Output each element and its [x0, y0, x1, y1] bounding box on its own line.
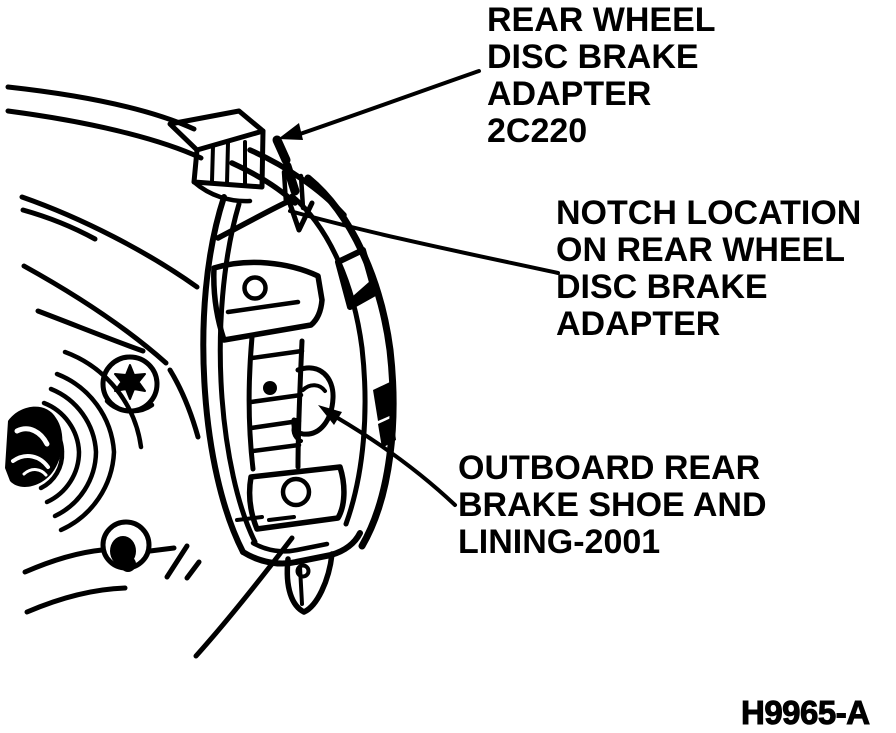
rotor-edge-fragment-2 — [184, 559, 202, 581]
rotor-rim-arc-parallel — [20, 207, 98, 242]
adapter-bracket-top-face — [167, 108, 266, 153]
adapter-band-tick-1 — [281, 169, 289, 206]
leader-arrow-adapter-head — [278, 123, 303, 140]
shoe-stack-division-1 — [249, 348, 305, 361]
lower-stud-core-tail — [120, 556, 136, 572]
bottom-jaw-outer — [240, 530, 363, 567]
shoe-stack-division-3 — [248, 418, 302, 431]
caliper-body-top-edge — [215, 199, 290, 241]
rotor-rim-arc — [19, 194, 200, 290]
hub-and-studs — [5, 349, 160, 572]
right-slot-shadow — [350, 281, 375, 307]
caliper-right-inner-edge — [289, 193, 368, 527]
callout-notch-label: NOTCH LOCATION ON REAR WHEEL DISC BRAKE … — [556, 194, 862, 343]
figure-code: H9965-A — [741, 694, 871, 732]
outboard-shoe-inner-arc — [301, 383, 327, 393]
leader-line-notch — [288, 209, 560, 275]
rotor-face-arc-3b — [147, 545, 177, 554]
adapter-bracket-shadow-1 — [272, 135, 291, 165]
shoe-stack-right-edge — [295, 338, 305, 470]
caliper-left-inner-edge — [217, 201, 258, 545]
rotor-outer-edge-top — [5, 84, 197, 132]
bottom-tongue-outline — [284, 551, 335, 615]
outboard-shoe-round-element — [291, 365, 336, 437]
upper-window-outline — [211, 259, 325, 343]
hub-ring-3 — [48, 386, 99, 519]
leader-arrow-shoe-shaft — [334, 415, 457, 507]
upper-window-shoe-edge — [225, 299, 301, 315]
hub-center-highlight-2 — [11, 454, 50, 469]
rotor-face-arc-4 — [24, 585, 128, 615]
lower-window-hole — [280, 476, 312, 508]
hub-center-highlight-1 — [14, 426, 50, 447]
callout-adapter-label: REAR WHEEL DISC BRAKE ADAPTER 2C220 — [487, 1, 716, 150]
rotor-face-arc-1b — [167, 367, 201, 440]
shoe-stack-division-4 — [250, 442, 302, 454]
lower-window-dash-2 — [267, 515, 296, 522]
outboard-shoe-hook — [291, 418, 303, 443]
shoe-pin-dot — [263, 381, 277, 395]
rotor-edge-fragment-1 — [164, 543, 190, 580]
leader-arrow-adapter-shaft — [295, 69, 481, 137]
hub-ring-4 — [54, 371, 117, 533]
bottom-jaw-inner — [250, 540, 330, 554]
hub-ring-2 — [41, 400, 82, 505]
lower-window-outline — [246, 464, 347, 532]
rotor-outer-edge-top-inner — [5, 108, 204, 161]
torx-stud-star — [114, 364, 146, 400]
adapter-bracket-rib-2 — [225, 141, 230, 185]
rotor-face-arc-3 — [22, 547, 105, 575]
rotor-face-arc-2 — [35, 308, 146, 354]
shoe-stack-division-2 — [248, 392, 304, 405]
shoe-stack-left-edge — [246, 334, 256, 472]
bottom-tongue-crease — [298, 565, 304, 606]
rotor-face-arc-1 — [21, 263, 169, 366]
right-lower-slot-a — [373, 382, 394, 421]
hub-center-highlight-3 — [22, 468, 48, 477]
callout-shoe-label: OUTBOARD REAR BRAKE SHOE AND LINING-2001 — [458, 449, 767, 561]
caliper-right-outer-edge — [304, 174, 397, 550]
adapter-bracket-lower-lip — [191, 179, 253, 204]
callout-leader-lines — [278, 69, 560, 507]
caliper-adapter — [167, 108, 397, 615]
adapter-bracket-rib-1 — [210, 144, 215, 183]
caliper-left-outer-edge — [200, 194, 246, 555]
right-lower-slot-b — [378, 417, 396, 448]
bottom-tongue-hole — [295, 563, 311, 579]
lower-window-dash-1 — [235, 515, 264, 522]
leader-arrow-shoe-head — [318, 405, 342, 425]
torx-stud-chord — [104, 398, 155, 414]
upper-window-hole — [242, 275, 268, 301]
